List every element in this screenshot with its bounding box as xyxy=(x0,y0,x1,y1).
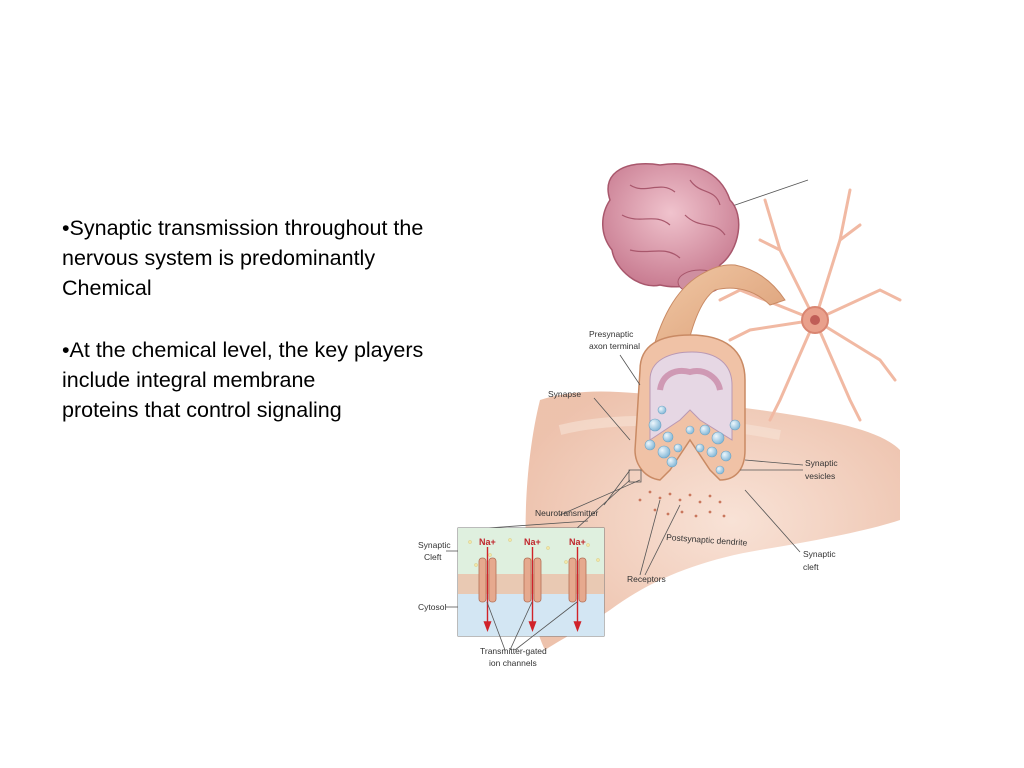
bullet-list: •Synaptic transmission throughout the ne… xyxy=(62,213,502,457)
label-synaptic-cleft-right-1: Synaptic xyxy=(803,549,836,559)
label-ion-channels-1: Transmitter-gated xyxy=(480,646,547,656)
label-presynaptic-line1: Presynaptic xyxy=(589,329,634,339)
label-presynaptic-a: Presynaptic xyxy=(589,329,634,339)
label-ion-channels-2: ion channels xyxy=(489,658,537,668)
label-synaptic-vesicles-1: Synaptic xyxy=(805,458,838,468)
ion-label-1: Na+ xyxy=(479,537,496,547)
bullet-key-players: •At the chemical level, the key players … xyxy=(62,338,424,422)
label-cytosol: Cytosol xyxy=(418,602,446,612)
label-receptors: Receptors xyxy=(627,574,666,584)
label-synaptic-vesicles-2: vesicles xyxy=(805,471,835,481)
ion-label-2: Na+ xyxy=(524,537,541,547)
ion-label-3: Na+ xyxy=(569,537,586,547)
label-synaptic-cleft-left-2: Cleft xyxy=(424,552,442,562)
neuron-cell xyxy=(718,188,902,422)
bullet-synaptic-transmission: •Synaptic transmission throughout the ne… xyxy=(62,216,424,300)
label-presynaptic-line2: axon terminal xyxy=(589,341,640,351)
zoom-box xyxy=(628,469,642,483)
ion-channel-inset: Na+ Na+ Na+ xyxy=(446,527,605,651)
label-synapse: Synapse xyxy=(548,389,581,399)
label-synaptic-cleft-right-2: cleft xyxy=(803,562,819,572)
label-synaptic-cleft-left-1: Synaptic xyxy=(418,540,451,550)
receptor-dots xyxy=(638,490,726,518)
synaptic-vesicles xyxy=(644,405,741,475)
label-neurotransmitter: Neurotransmitter xyxy=(535,508,598,518)
